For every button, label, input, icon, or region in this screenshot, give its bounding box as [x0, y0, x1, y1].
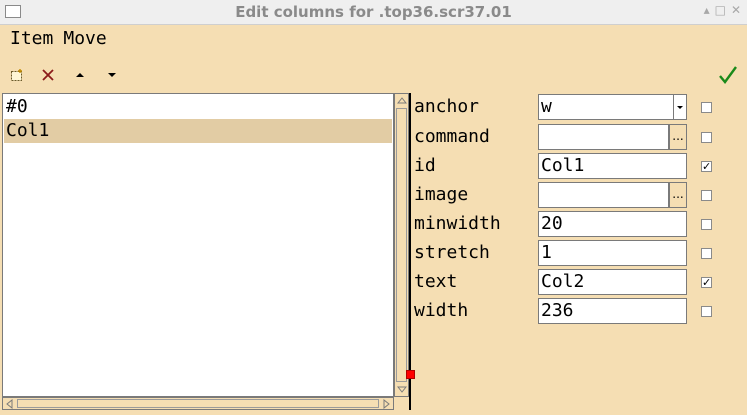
window-icon: [5, 5, 21, 18]
image-input[interactable]: [538, 182, 669, 208]
property-row-id: id Col1: [414, 152, 744, 180]
property-label: id: [414, 155, 436, 176]
property-label: image: [414, 184, 469, 205]
image-checkbox[interactable]: [701, 190, 712, 201]
scroll-left-icon[interactable]: [5, 399, 14, 409]
text-checkbox[interactable]: ✓: [701, 276, 712, 289]
menu-item[interactable]: Item: [10, 28, 54, 49]
stretch-checkbox[interactable]: [701, 248, 712, 259]
list-item[interactable]: #0: [6, 96, 28, 117]
move-down-icon: [108, 73, 116, 77]
sash-handle[interactable]: [406, 370, 415, 379]
scroll-up-icon[interactable]: [397, 96, 407, 105]
scroll-down-icon[interactable]: [397, 385, 407, 394]
window-title: Edit columns for .top36.scr37.01: [235, 3, 512, 21]
move-down-button[interactable]: [102, 66, 122, 84]
vertical-scroll-thumb[interactable]: [396, 108, 407, 382]
delete-item-icon: [42, 69, 54, 81]
column-list[interactable]: #0 Col1: [2, 93, 394, 397]
property-label: stretch: [414, 242, 490, 263]
column-list-panel: #0 Col1: [2, 93, 409, 410]
move-up-icon: [76, 73, 84, 77]
vertical-scrollbar[interactable]: [394, 93, 409, 397]
property-label: text: [414, 271, 458, 292]
property-row-text: text Col2: [414, 268, 744, 296]
image-browse-button[interactable]: ...: [669, 182, 687, 208]
property-row-stretch: stretch 1: [414, 239, 744, 267]
property-row-anchor: anchor w: [414, 93, 744, 121]
text-input[interactable]: Col2: [538, 269, 687, 295]
list-item-selected[interactable]: Col1: [4, 119, 392, 143]
id-checkbox[interactable]: ✓: [701, 160, 712, 173]
id-input[interactable]: Col1: [538, 153, 687, 179]
minwidth-checkbox[interactable]: [701, 219, 712, 230]
horizontal-scroll-thumb[interactable]: [17, 399, 379, 408]
property-row-image: image: [414, 181, 744, 209]
menu-move[interactable]: Move: [63, 28, 107, 49]
command-input[interactable]: [538, 124, 669, 150]
add-item-icon: [11, 69, 22, 81]
property-row-minwidth: minwidth 20: [414, 210, 744, 238]
pane-sash[interactable]: [409, 93, 411, 410]
confirm-checkmark-icon: [719, 66, 737, 84]
confirm-button[interactable]: [717, 64, 739, 86]
width-input[interactable]: 236: [538, 298, 687, 324]
anchor-combobox[interactable]: w: [538, 94, 687, 120]
property-row-width: width 236: [414, 297, 744, 325]
width-checkbox[interactable]: [701, 306, 712, 317]
menu-bar: Item Move: [10, 28, 107, 49]
window-controls: ▴ □ ✕: [704, 3, 741, 17]
add-item-button[interactable]: [7, 66, 27, 84]
command-checkbox[interactable]: [701, 132, 712, 143]
chevron-down-icon: [677, 106, 683, 109]
delete-item-button[interactable]: [38, 66, 58, 84]
stretch-input[interactable]: 1: [538, 240, 687, 266]
command-browse-button[interactable]: ...: [669, 124, 687, 150]
shade-icon[interactable]: ▴: [703, 3, 710, 17]
property-label: minwidth: [414, 213, 501, 234]
anchor-checkbox[interactable]: [701, 102, 712, 113]
property-label: width: [414, 300, 469, 321]
maximize-icon[interactable]: □: [714, 3, 726, 17]
property-row-command: command: [414, 123, 744, 151]
combobox-dropdown-button[interactable]: [673, 95, 686, 119]
property-label: command: [414, 126, 490, 147]
minwidth-input[interactable]: 20: [538, 211, 687, 237]
horizontal-scrollbar[interactable]: [2, 397, 394, 410]
property-label: anchor: [414, 96, 480, 117]
close-icon[interactable]: ✕: [730, 3, 741, 17]
move-up-button[interactable]: [70, 66, 90, 84]
scroll-right-icon[interactable]: [382, 399, 391, 409]
title-bar: Edit columns for .top36.scr37.01 ▴ □ ✕: [0, 0, 747, 25]
